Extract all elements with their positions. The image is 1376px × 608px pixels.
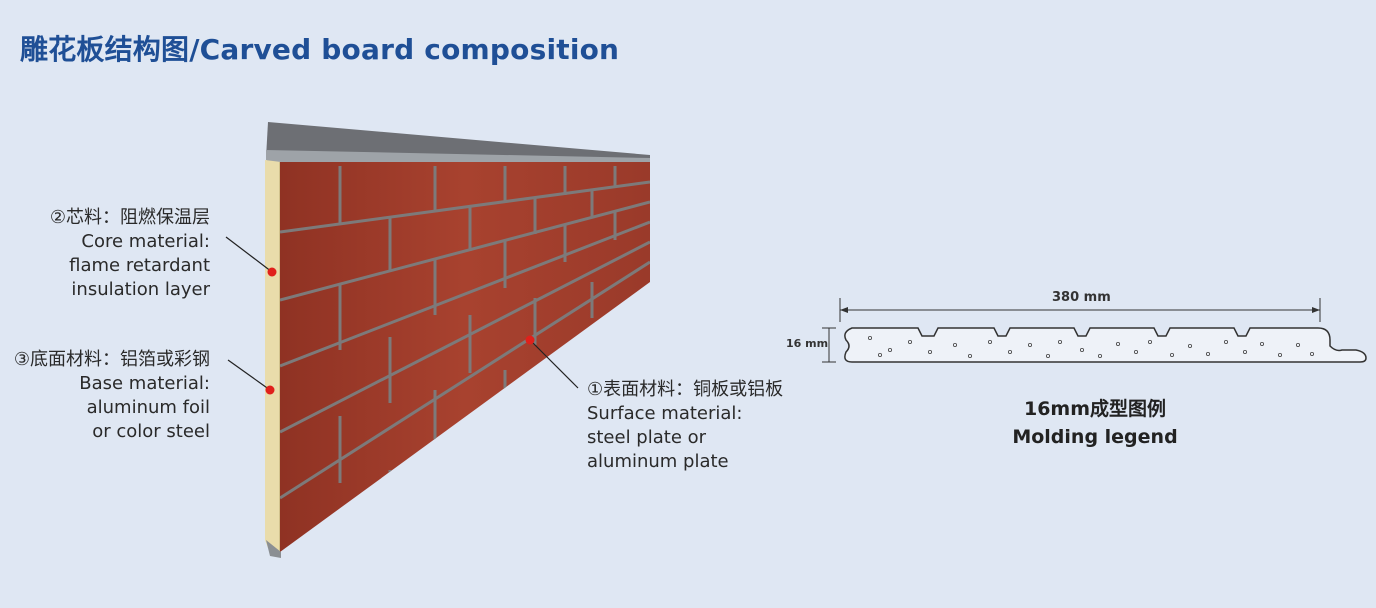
surface-material-callout: ①表面材料：铜板或铝板 Surface material: steel plat… [587,378,817,474]
base-material-callout: ③底面材料：铝箔或彩钢 Base material: aluminum foil… [0,348,210,444]
base-marker [265,385,275,395]
profile-width-label: 380 mm [1052,290,1111,305]
page-title: 雕花板结构图/Carved board composition [20,33,620,66]
core-material-en-1: Core material: [81,231,210,252]
board-bottom-tongue [266,540,281,558]
insulation-edge [265,160,281,552]
brick-face [280,162,650,552]
surface-material-cn: ①表面材料：铜板或铝板 [587,379,784,400]
surface-material-en-2: steel plate or [587,427,707,448]
core-material-callout: ②芯料：阻燃保温层 Core material: flame retardant… [40,206,210,302]
core-leader-line [225,236,273,273]
molding-legend-caption: 16mm成型图例 Molding legend [1000,395,1190,451]
molding-legend-cn: 16mm成型图例 [1023,398,1167,420]
surface-material-en-1: Surface material: [587,403,743,424]
molding-legend-en: Molding legend [1012,426,1178,448]
core-material-cn: ②芯料：阻燃保温层 [49,207,210,228]
base-material-en-1: Base material: [79,373,210,394]
mortar-lines [280,166,650,520]
surface-leader-line [529,339,579,389]
surface-marker [525,335,535,345]
profile-thickness-label: 16 mm [786,337,829,350]
base-material-cn: ③底面材料：铝箔或彩钢 [13,349,210,370]
surface-material-en-3: aluminum plate [587,451,729,472]
base-material-en-3: or color steel [92,421,210,442]
core-material-en-3: insulation layer [71,279,210,300]
base-leader-line [227,359,271,391]
base-material-en-2: aluminum foil [86,397,210,418]
profile-diagram [822,298,1367,363]
core-marker [267,267,277,277]
core-material-en-2: flame retardant [69,255,210,276]
